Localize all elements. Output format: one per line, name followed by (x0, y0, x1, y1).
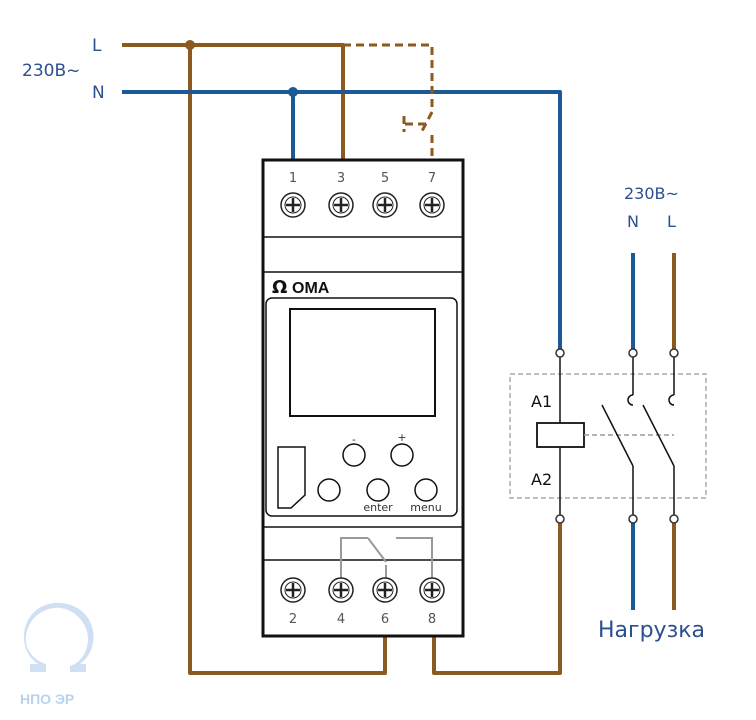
extra-button[interactable] (317, 478, 341, 502)
junction-n (288, 87, 298, 97)
supply-voltage-label: 230В~ (22, 61, 80, 81)
contactor-coil (536, 422, 585, 448)
timer-device: 1 3 5 7 Ω OMA (261, 158, 465, 638)
terminal-screw-5[interactable] (372, 192, 398, 218)
contact-n-in-terminal (628, 348, 638, 358)
junction-l (185, 40, 195, 50)
wire-t8-to-a2 (432, 519, 562, 675)
terminal-label-8: 8 (428, 612, 436, 627)
contact-n-out-terminal (628, 514, 638, 524)
load-supply-voltage-label: 230В~ (624, 184, 679, 203)
terminal-screw-4[interactable] (328, 577, 354, 603)
plus-label: + (397, 431, 406, 444)
minus-label: - (352, 433, 356, 446)
coil-a2-terminal (555, 514, 565, 524)
coil-a1-terminal (555, 348, 565, 358)
omega-logo-icon: Ω (272, 277, 287, 298)
terminal-screw-2[interactable] (280, 577, 306, 603)
terminal-label-6: 6 (381, 612, 389, 627)
contact-l-out-terminal (669, 514, 679, 524)
optional-switch (343, 43, 434, 160)
load-supply-l-label: L (667, 212, 676, 231)
menu-button[interactable] (414, 478, 438, 502)
enter-button[interactable] (366, 478, 390, 502)
bottom-terminal-block: 2 4 6 8 (280, 577, 445, 627)
coil-a1-label: A1 (531, 392, 552, 411)
minus-button[interactable] (342, 443, 366, 467)
wire-l-left-return (188, 45, 387, 675)
brand-name: OMA (292, 280, 330, 297)
watermark-text: НПО ЭР (20, 691, 74, 707)
contact-l-in-terminal (669, 348, 679, 358)
npo-er-logo: НПО ЭР (20, 602, 94, 707)
top-terminal-block: 1 3 5 7 (280, 171, 445, 218)
relay-contact-symbol (340, 537, 433, 578)
terminal-label-3: 3 (337, 171, 345, 186)
load-supply-n-label: N (627, 212, 639, 231)
supply-l-label: L (92, 36, 102, 56)
terminal-screw-1[interactable] (280, 192, 306, 218)
plus-button[interactable] (390, 443, 414, 467)
enter-label: enter (363, 501, 393, 514)
terminal-screw-6[interactable] (372, 577, 398, 603)
terminal-label-1: 1 (289, 171, 297, 186)
wire-l-supply (122, 43, 345, 160)
terminal-label-7: 7 (428, 171, 436, 186)
terminal-label-5: 5 (381, 171, 389, 186)
main-contacts (601, 357, 675, 515)
contactor: A1 A2 (509, 348, 707, 524)
lcd-display (289, 308, 436, 417)
terminal-label-2: 2 (289, 612, 297, 627)
terminal-screw-8[interactable] (419, 577, 445, 603)
omega-lightning-icon (23, 602, 94, 672)
supply-n-label: N (92, 83, 105, 103)
coil-a2-label: A2 (531, 470, 552, 489)
load-label: Нагрузка (598, 618, 705, 643)
terminal-screw-3[interactable] (328, 192, 354, 218)
menu-label: menu (410, 501, 441, 514)
contactor-outline (509, 373, 707, 499)
wire-n-supply (122, 90, 562, 353)
terminal-screw-7[interactable] (419, 192, 445, 218)
terminal-label-4: 4 (337, 612, 345, 627)
cover-latch (277, 446, 306, 509)
